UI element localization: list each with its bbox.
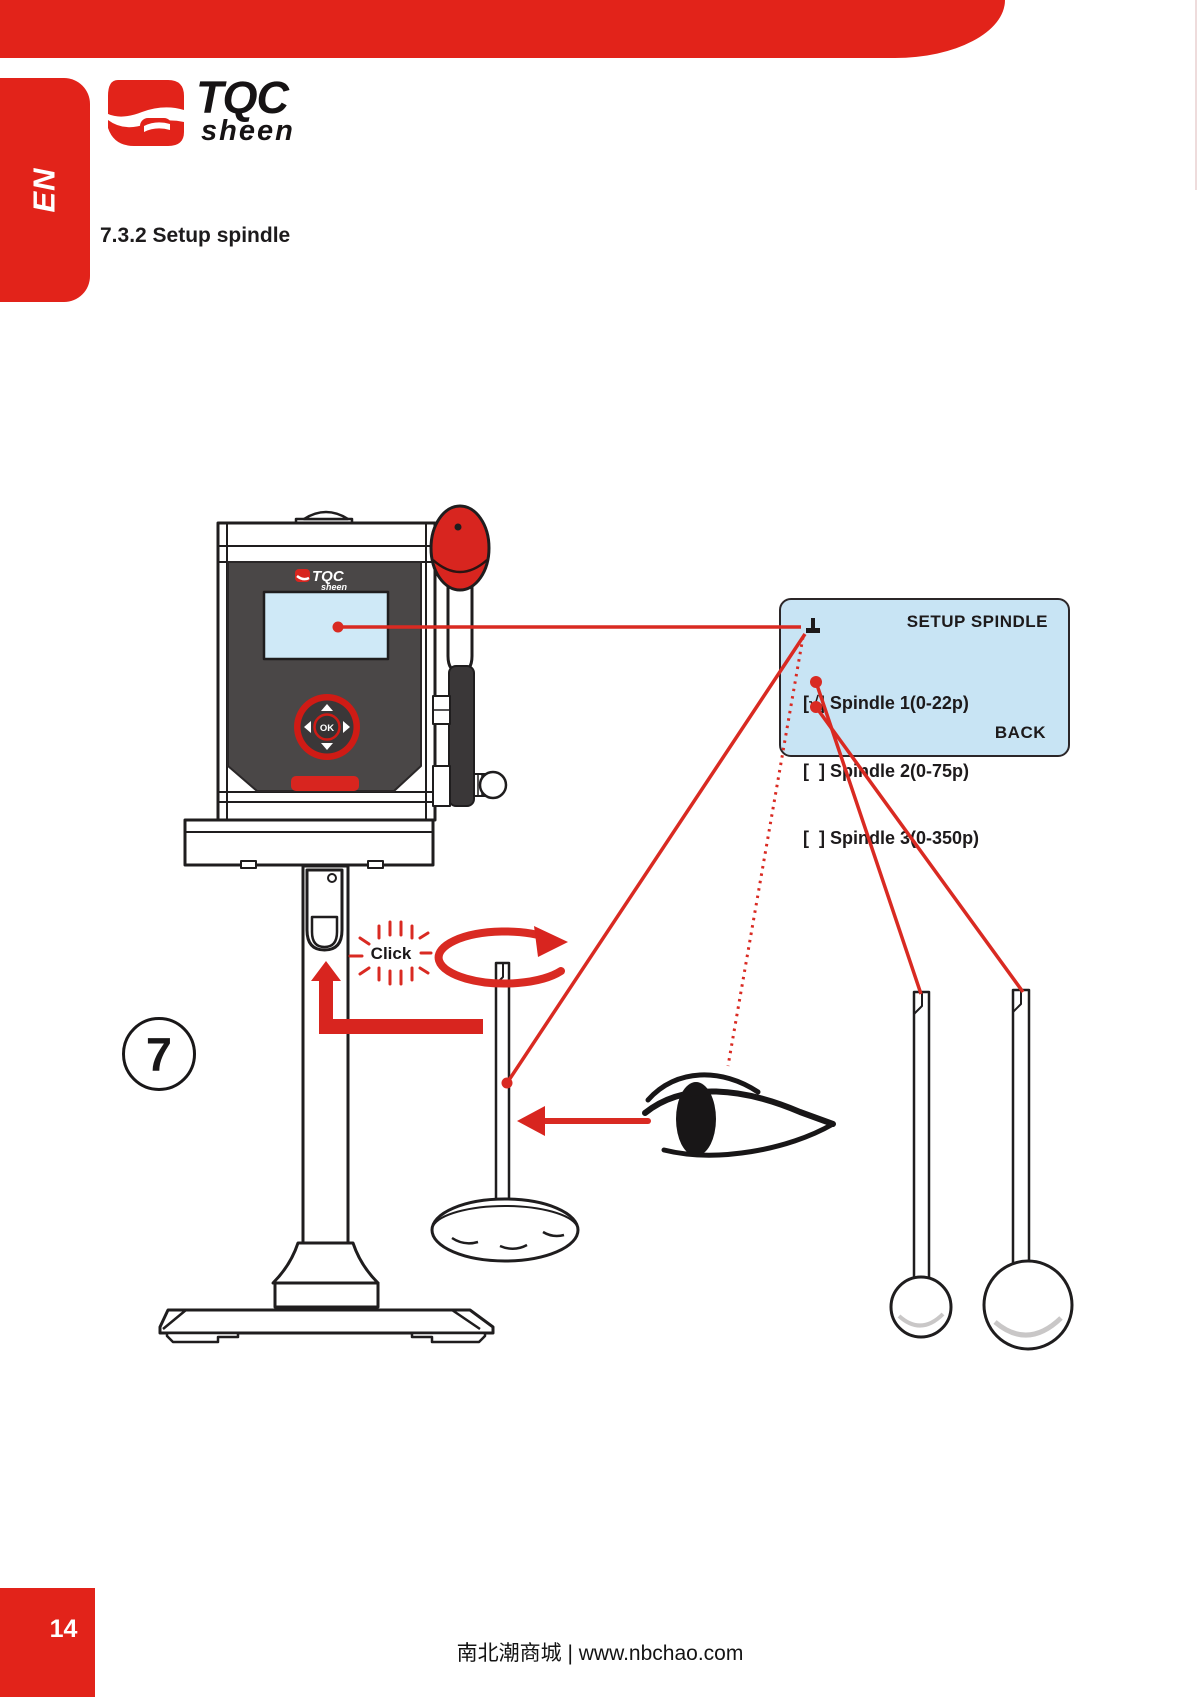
spindle-1-checkbox: [√] — [803, 693, 825, 713]
step-number: 7 — [145, 1027, 173, 1081]
language-tab-label: EN — [26, 167, 62, 213]
menu-item-list: [√] Spindle 1(0-22p) [ ] Spindle 2(0-75p… — [803, 647, 979, 895]
lever-knob — [429, 504, 491, 592]
menu-item-spindle-1: [√] Spindle 1(0-22p) — [803, 692, 979, 715]
top-banner — [0, 0, 1005, 58]
spindle-3-ball — [982, 988, 1074, 1351]
step-number-badge: 7 — [122, 1017, 196, 1091]
menu-item-spindle-3: [ ] Spindle 3(0-350p) — [803, 827, 979, 850]
panel-logo-sheen: sheen — [321, 582, 348, 592]
logo-text-tqc: TQC — [196, 72, 289, 123]
page-edge-artifact — [1195, 0, 1197, 190]
device-display — [262, 590, 390, 661]
lever-assembly — [429, 504, 508, 807]
spindle-2-checkbox: [ ] — [803, 760, 825, 781]
up-arrow — [311, 961, 483, 1034]
panel-logo-tqc: TQC — [312, 568, 345, 585]
footer-text: 南北潮商城 | www.nbchao.com — [456, 1642, 744, 1665]
spindle-1-label: Spindle 1(0-22p) — [829, 693, 969, 713]
ok-button-label: OK — [320, 723, 334, 734]
viscometer-head: TQC sheen OK — [183, 510, 437, 869]
dpad: OK — [294, 694, 360, 760]
page-number: 14 — [49, 1615, 78, 1643]
spindle-2-ball — [889, 990, 953, 1339]
click-annotation: Click — [370, 944, 412, 963]
illustration: TQC sheen OK — [158, 504, 1074, 1351]
spindle-symbol-icon — [806, 618, 820, 634]
menu-back-label: BACK — [994, 723, 1046, 742]
tqc-logo-icon — [108, 80, 184, 146]
language-tab: EN — [0, 78, 90, 302]
spindle-1-disc — [430, 961, 580, 1263]
spindle-3-checkbox: [ ] — [803, 828, 825, 848]
menu-title: SETUP SPINDLE — [906, 612, 1048, 631]
spindle-3-label: Spindle 3(0-350p) — [830, 828, 980, 848]
logo-text-sheen: sheen — [201, 115, 295, 147]
section-heading: 7.3.2 Setup spindle — [100, 224, 291, 247]
eye-icon — [642, 1072, 836, 1158]
spindle-2-label: Spindle 2(0-75p) — [830, 760, 970, 781]
stand-base — [158, 864, 495, 1344]
click-starburst — [348, 920, 433, 986]
red-annotations — [311, 920, 651, 1136]
page-number-block: 14 — [0, 1588, 95, 1697]
setup-spindle-menu: SETUP SPINDLE [√] Spindle 1(0-22p) [ ] S… — [779, 598, 1070, 848]
menu-item-spindle-2: [ ] Spindle 2(0-75p) — [803, 760, 979, 783]
spindle-coupling — [305, 868, 344, 952]
